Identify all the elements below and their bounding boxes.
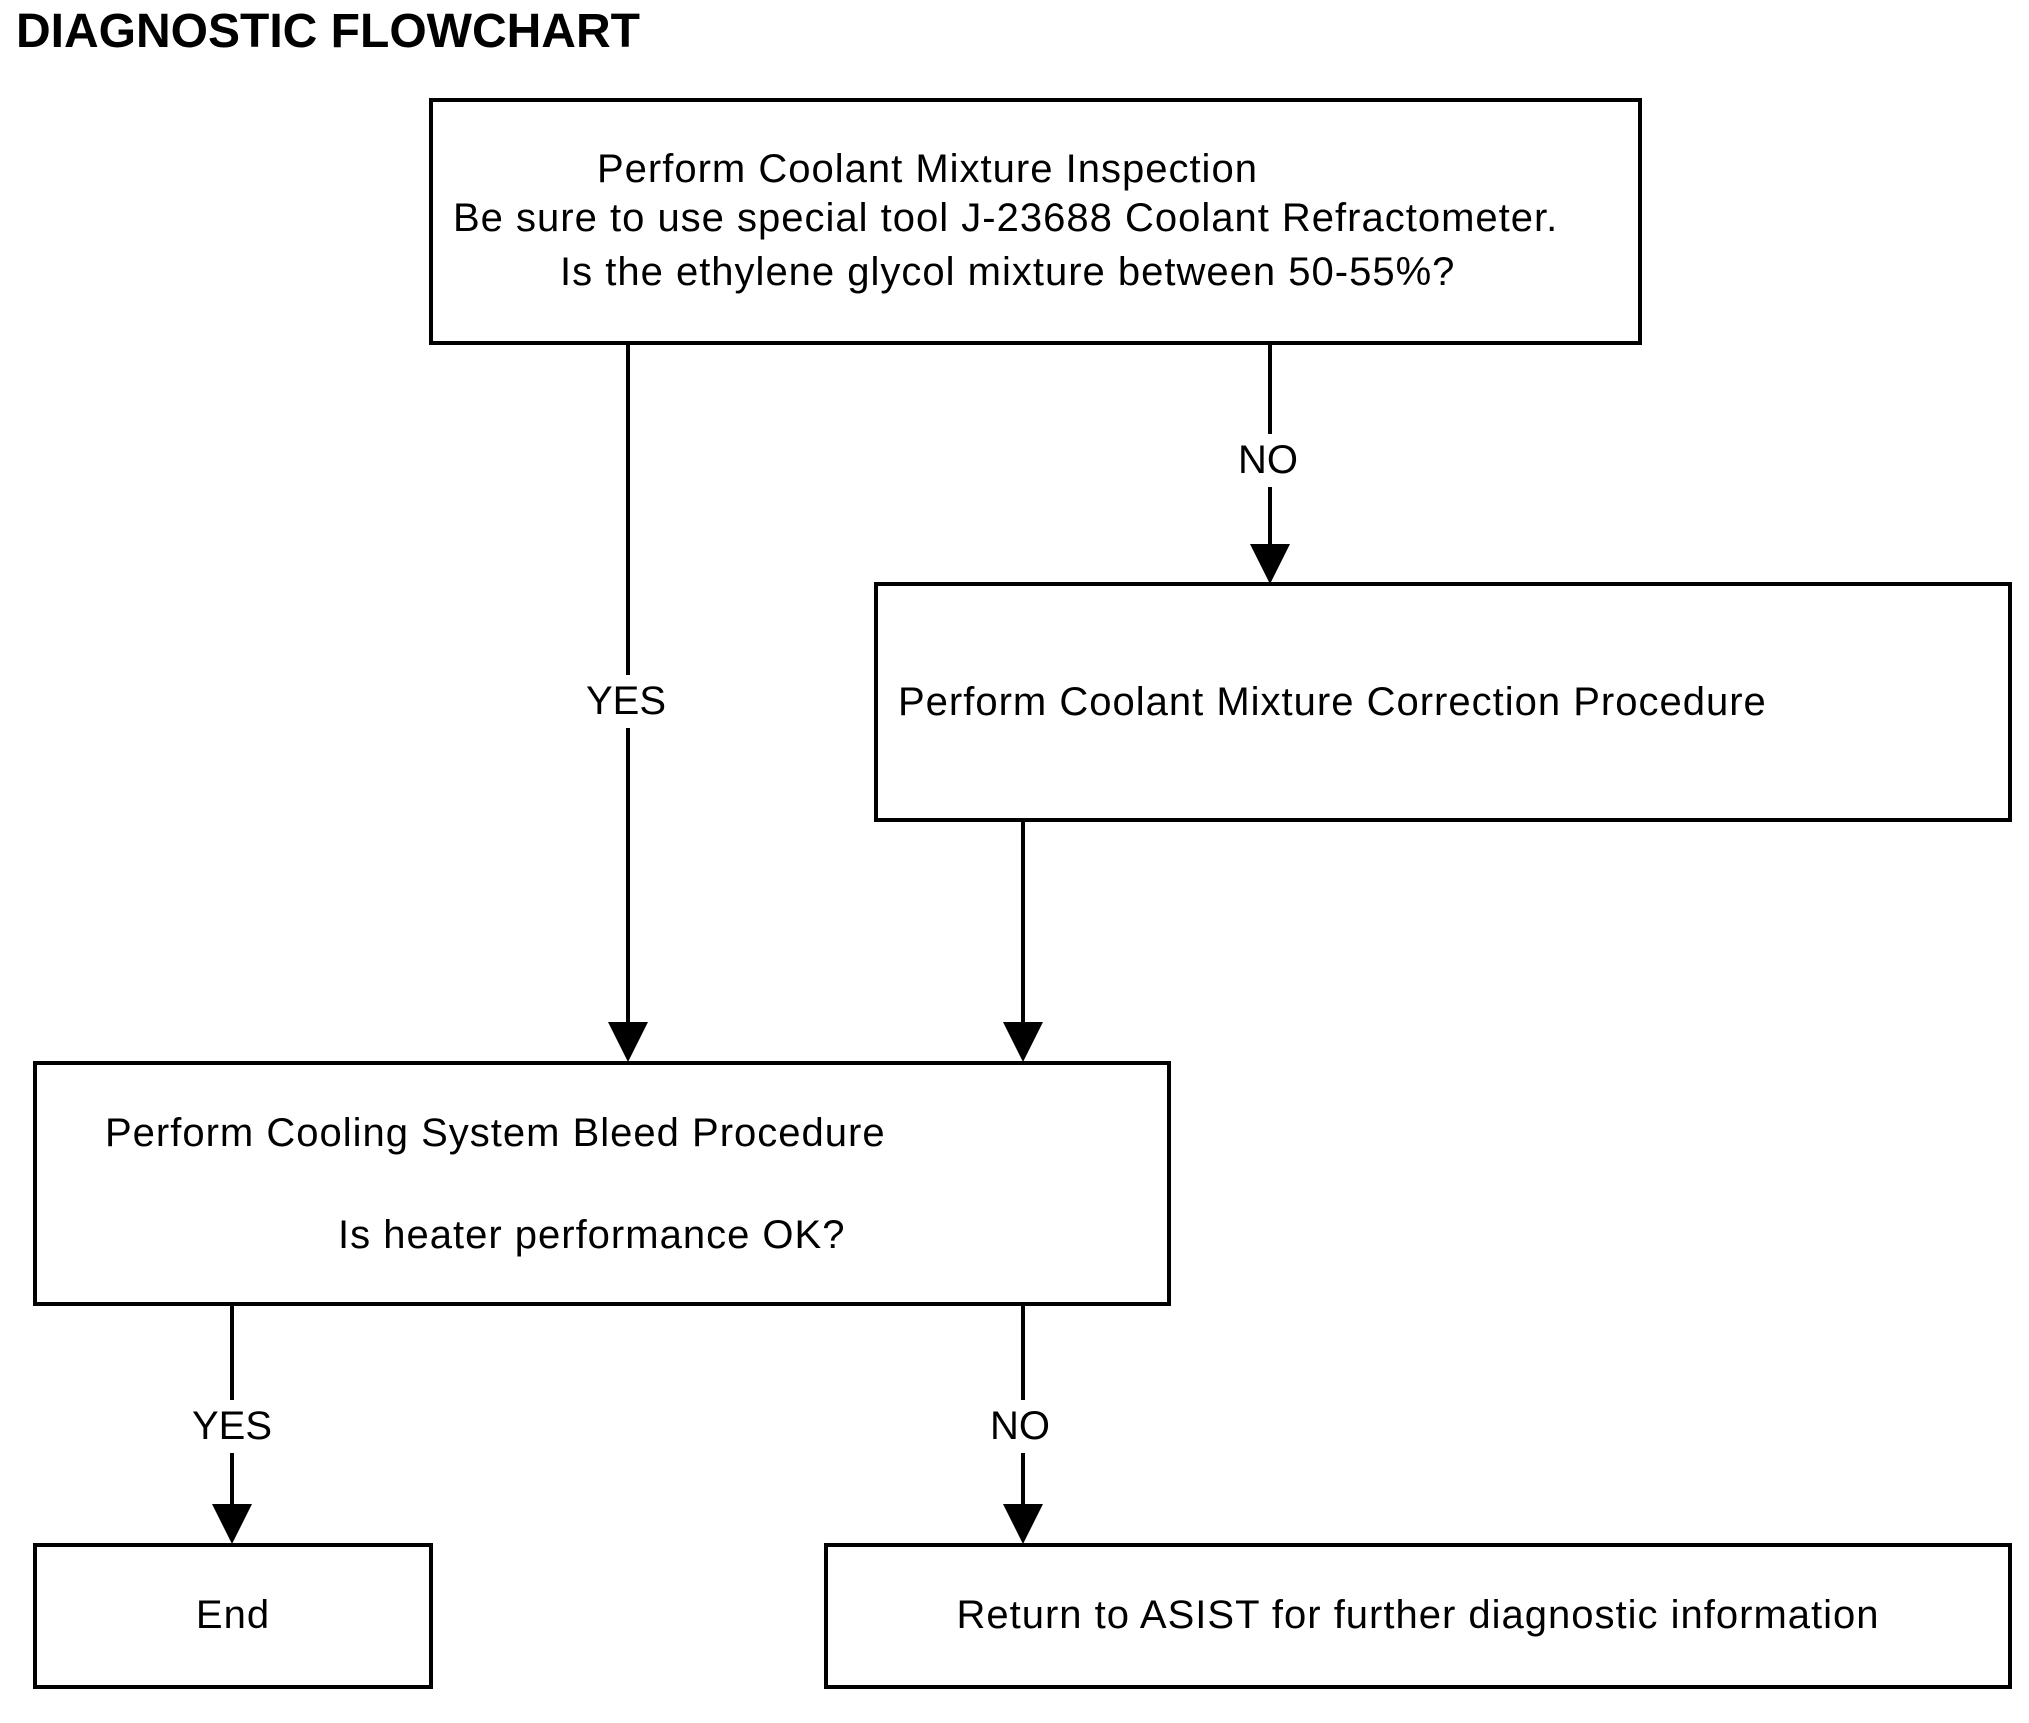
node-end: End bbox=[33, 1543, 433, 1689]
edge-label-bleed-no: NO bbox=[990, 1400, 1050, 1453]
node-correction-text: Perform Coolant Mixture Correction Proce… bbox=[898, 680, 1767, 724]
node-bleed-line1: Perform Cooling System Bleed Procedure bbox=[105, 1111, 886, 1155]
edge-label-bleed-yes: YES bbox=[191, 1400, 273, 1453]
page-title: DIAGNOSTIC FLOWCHART bbox=[16, 5, 640, 58]
node-cooling-system-bleed: Perform Cooling System Bleed Procedure I… bbox=[33, 1061, 1171, 1306]
node-inspection-line2: Be sure to use special tool J-23688 Cool… bbox=[453, 196, 1559, 240]
node-coolant-mixture-correction: Perform Coolant Mixture Correction Proce… bbox=[874, 582, 2012, 822]
node-bleed-line2: Is heater performance OK? bbox=[338, 1213, 846, 1257]
node-inspection-line1: Perform Coolant Mixture Inspection bbox=[597, 147, 1258, 191]
edge-label-inspection-no: NO bbox=[1238, 434, 1298, 487]
edge-label-inspection-yes: YES bbox=[585, 675, 667, 728]
node-inspection-line3: Is the ethylene glycol mixture between 5… bbox=[560, 250, 1456, 294]
node-return-text: Return to ASIST for further diagnostic i… bbox=[956, 1593, 1880, 1637]
node-coolant-mixture-inspection: Perform Coolant Mixture Inspection Be su… bbox=[429, 98, 1642, 345]
node-return-to-asist: Return to ASIST for further diagnostic i… bbox=[824, 1543, 2012, 1689]
node-end-text: End bbox=[195, 1593, 271, 1637]
